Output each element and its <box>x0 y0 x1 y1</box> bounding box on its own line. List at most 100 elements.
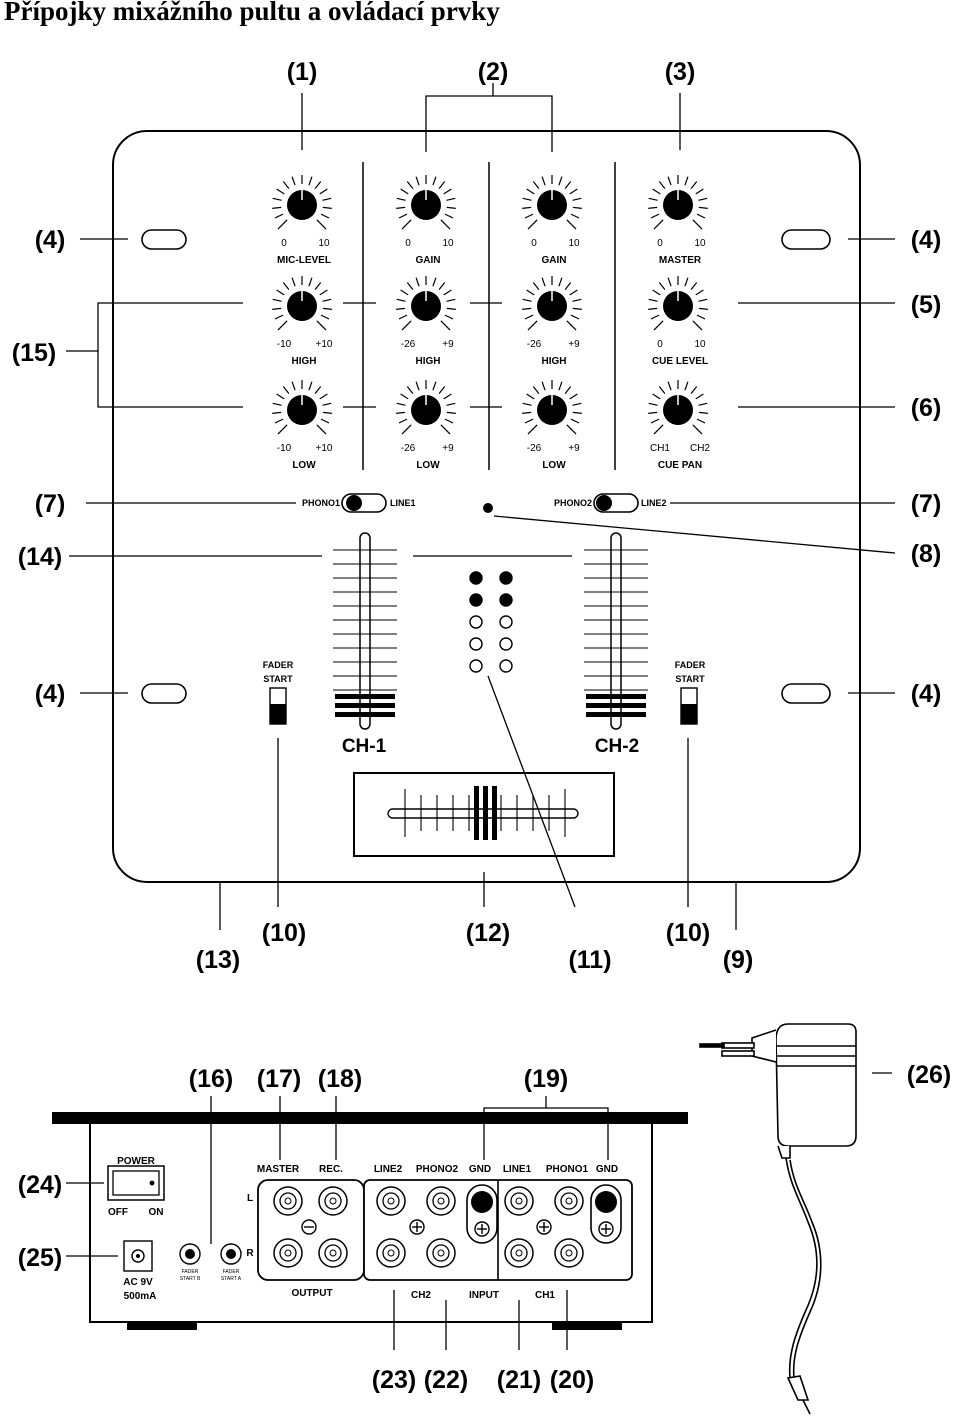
knob-min-label: CH1 <box>650 443 670 454</box>
knob-max-label: +9 <box>568 339 580 350</box>
gnd-label: GND <box>596 1164 618 1175</box>
phono2-label: PHONO2 <box>416 1164 459 1175</box>
fader-start-b-label: FADER <box>182 1269 199 1275</box>
callout-16: (16) <box>189 1065 233 1093</box>
knob-max-label: +9 <box>442 339 454 350</box>
rca-jack[interactable] <box>554 1238 584 1268</box>
rotary-knob[interactable] <box>272 380 332 435</box>
callout-6: (6) <box>911 394 942 422</box>
rca-jack[interactable] <box>318 1238 348 1268</box>
rca-jack[interactable] <box>318 1186 348 1216</box>
knob-min-label: -26 <box>401 443 416 454</box>
power-off-label: OFF <box>108 1207 128 1218</box>
power-led <box>483 503 493 513</box>
rca-jack[interactable] <box>504 1186 534 1216</box>
rotary-knob[interactable] <box>648 175 708 230</box>
switch-label-phono1: PHONO1 <box>302 498 340 508</box>
knob-min-label: -26 <box>401 339 416 350</box>
mounting-slot <box>141 229 187 250</box>
rear-foot <box>552 1322 622 1330</box>
knob-min-label: 0 <box>657 238 663 249</box>
knob-name-label: MASTER <box>659 255 702 266</box>
jack-center <box>226 1249 236 1259</box>
master-label: MASTER <box>257 1164 300 1175</box>
callout-3: (3) <box>665 58 696 86</box>
knob-min-label: -26 <box>527 443 542 454</box>
ch2-label: CH2 <box>411 1290 431 1301</box>
channel-label-ch1: CH-1 <box>342 736 387 757</box>
rotary-knob[interactable] <box>272 175 332 230</box>
level-meter-led <box>469 637 483 651</box>
knob-min-label: -10 <box>277 443 292 454</box>
plus-icon <box>409 1219 425 1235</box>
knob-max-label: CH2 <box>690 443 710 454</box>
gnd-terminal-ch2[interactable] <box>466 1184 498 1244</box>
switch-label-line2: LINE2 <box>641 498 667 508</box>
power-jack-label: AC 9V <box>123 1277 153 1288</box>
knob-name-label: GAIN <box>416 255 441 266</box>
callout-4: (4) <box>35 226 66 254</box>
rotary-knob[interactable] <box>522 175 582 230</box>
rotary-knob[interactable] <box>396 276 456 331</box>
power-adapter-icon <box>699 1023 857 1415</box>
rca-jack[interactable] <box>273 1186 303 1216</box>
knob-name-label: CUE LEVEL <box>652 356 708 367</box>
fader-start-a-label: FADER <box>223 1269 240 1275</box>
fader-start-b-label: START B <box>180 1276 201 1282</box>
level-meter-led <box>499 637 513 651</box>
callout-8: (8) <box>911 540 942 568</box>
fader-start-label: FADER <box>675 660 706 670</box>
knob-name-label: MIC-LEVEL <box>277 255 331 266</box>
channel-fader[interactable] <box>584 532 648 730</box>
knob-name-label: LOW <box>292 460 316 471</box>
plus-icon <box>536 1219 552 1235</box>
rca-jack[interactable] <box>376 1238 406 1268</box>
callout-10: (10) <box>262 919 306 947</box>
rec-label: REC. <box>319 1164 343 1175</box>
channel-fader[interactable] <box>333 532 397 730</box>
rca-jack[interactable] <box>426 1186 456 1216</box>
rca-jack[interactable] <box>273 1238 303 1268</box>
callout-5: (5) <box>911 291 942 319</box>
callout-7: (7) <box>911 490 942 518</box>
rotary-knob[interactable] <box>272 276 332 331</box>
rca-jack[interactable] <box>504 1238 534 1268</box>
phono1-label: PHONO1 <box>546 1164 589 1175</box>
level-meter-led <box>469 571 483 585</box>
power-jack-label: 500mA <box>124 1291 157 1302</box>
jack-center <box>185 1249 195 1259</box>
gnd-terminal-ch1[interactable] <box>590 1184 622 1244</box>
level-meter-led <box>499 593 513 607</box>
level-meter-led <box>499 571 513 585</box>
right-channel-label: R <box>246 1248 254 1259</box>
rotary-knob[interactable] <box>648 380 708 435</box>
rca-jack[interactable] <box>426 1238 456 1268</box>
rotary-knob[interactable] <box>522 380 582 435</box>
callout-1: (1) <box>287 58 318 86</box>
callout-25: (25) <box>18 1244 62 1272</box>
knob-min-label: 0 <box>405 238 411 249</box>
power-on-label: ON <box>149 1207 164 1218</box>
callout-18: (18) <box>318 1065 362 1093</box>
knob-max-label: 10 <box>442 238 454 249</box>
knob-max-label: +10 <box>316 339 333 350</box>
page-title: Přípojky mixážního pultu a ovládací prvk… <box>4 0 500 26</box>
power-jack-pin <box>136 1254 140 1258</box>
knob-min-label: 0 <box>657 339 663 350</box>
ch1-label: CH1 <box>535 1290 555 1301</box>
input-label: INPUT <box>469 1290 499 1301</box>
rotary-knob[interactable] <box>396 175 456 230</box>
rotary-knob[interactable] <box>396 380 456 435</box>
crossfader[interactable] <box>387 786 579 840</box>
rca-jack[interactable] <box>376 1186 406 1216</box>
knob-max-label: +10 <box>316 443 333 454</box>
callout-17: (17) <box>257 1065 301 1093</box>
rca-jack[interactable] <box>554 1186 584 1216</box>
knob-min-label: -10 <box>277 339 292 350</box>
line2-label: LINE2 <box>374 1164 403 1175</box>
rotary-knob[interactable] <box>522 276 582 331</box>
rear-panel-outline <box>89 1124 653 1323</box>
rotary-knob[interactable] <box>648 276 708 331</box>
fader-start-a-label: START A <box>221 1276 242 1282</box>
knob-max-label: +9 <box>568 443 580 454</box>
